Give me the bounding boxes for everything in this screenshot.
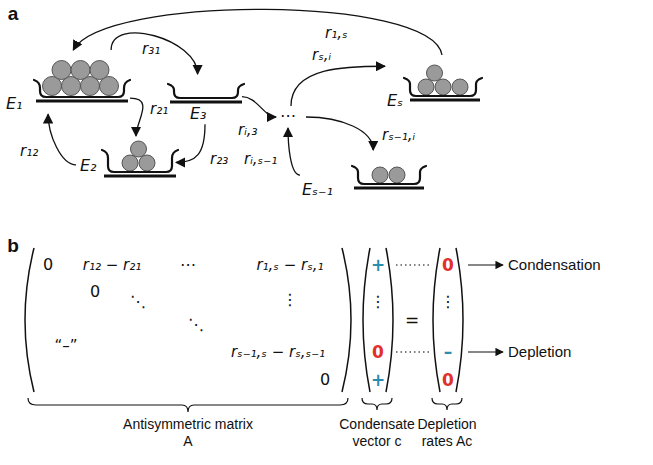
brace-label: Depletion rates Ac [414, 416, 480, 450]
matrix-entry: 0 [90, 282, 100, 301]
transition-arrow [288, 128, 300, 175]
rate-label: r₂₃ [210, 150, 228, 168]
transition-arrow [111, 33, 198, 74]
rate-label: r₃₁ [142, 40, 160, 58]
vector-dots: ⋮ [370, 292, 386, 311]
energy-levels [36, 100, 480, 188]
dotted-guides [396, 265, 432, 352]
transition-arrow [48, 114, 76, 165]
rate-label: r₂₁ [150, 100, 168, 118]
rate-label: rᵢ,₃ [238, 121, 258, 139]
rate-label: rₛ₋₁,ᵢ [382, 126, 415, 144]
brace-label: Condensate vector c [338, 416, 416, 450]
matrix-entry: 0 [43, 255, 53, 274]
state-well: ⋯ [276, 106, 306, 128]
matrix-entry: r₁,ₛ − rₛ,₁ [256, 256, 323, 274]
state-label: E₂ [80, 156, 97, 175]
matrix-entry: r₁₂ − r₂₁ [83, 256, 142, 274]
state-label: E₁ [6, 94, 23, 113]
panel-label: a [8, 3, 19, 26]
matrix-dots: ⋮ [282, 290, 298, 309]
parentheses [25, 248, 463, 392]
state-well: Eₛ₋₁ [300, 150, 422, 200]
transition-arrow [306, 117, 373, 150]
state-well: E₂ [76, 136, 176, 184]
rate-label: rᵢ,ₛ₋₁ [244, 150, 277, 168]
result-entry: 0 [442, 370, 454, 390]
outcome-label: Depletion [508, 343, 571, 361]
rate-label: r₁₂ [20, 142, 38, 160]
transition-arrow [242, 97, 276, 117]
outcome-label: Condensation [508, 256, 601, 274]
transition-arrow [73, 9, 442, 55]
equals-sign: = [405, 310, 419, 330]
panel-label: b [7, 235, 19, 258]
matrix-entry: 0 [320, 370, 330, 389]
matrix-dots: ⋯ [180, 255, 196, 274]
pointer-arrows [468, 265, 503, 352]
wells [34, 78, 482, 184]
result-dots: ⋮ [440, 292, 456, 311]
vector-entry: 0 [372, 342, 384, 362]
vector-entry: + [371, 255, 385, 275]
braces [28, 398, 462, 412]
state-well: Eₛ [385, 55, 480, 111]
rate-label: r₁,ₛ [325, 24, 348, 42]
matrix-entry: rₛ₋₁,ₛ − rₛ,ₛ₋₁ [231, 343, 325, 361]
matrix-dots: ⋱ [130, 292, 146, 311]
state-label: Eₛ [387, 91, 403, 110]
transition-arrow [130, 98, 143, 136]
state-label: E₃ [190, 104, 207, 123]
brace-label: Antisymmetric matrix A [123, 416, 253, 450]
state-well: E₃ [168, 74, 242, 124]
state-label: Eₛ₋₁ [302, 180, 333, 199]
rate-label: rₛ,ᵢ [312, 46, 331, 64]
matrix-dots: ⋱ [188, 315, 204, 334]
transition-arrow [176, 124, 205, 162]
result-entry: – [444, 342, 453, 362]
vector-entry: + [371, 370, 385, 390]
matrix-entry: “–” [54, 337, 77, 355]
state-well: E₁ [4, 50, 130, 114]
transition-arrow [291, 66, 385, 106]
state-label: ⋯ [280, 106, 296, 125]
result-entry: 0 [442, 255, 454, 275]
